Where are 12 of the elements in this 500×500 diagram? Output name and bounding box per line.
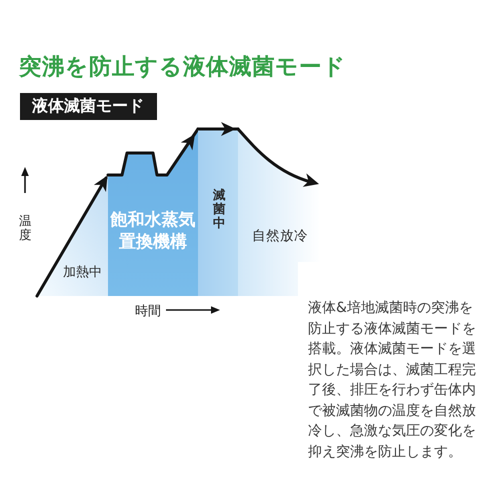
tag-text: 液体滅菌モード [32, 96, 144, 117]
title: 突沸を防止する液体滅菌モード [19, 53, 346, 82]
heading-tag [20, 93, 157, 120]
phase-region [108, 127, 198, 296]
phase-region [238, 127, 321, 296]
phase-label: 飽和水蒸気置換機構 [109, 209, 196, 253]
phase-label: 滅菌中 [213, 188, 226, 230]
phase-label: 加熱中 [63, 264, 102, 281]
phase-region [198, 121, 238, 296]
axis-label: 時間 [135, 303, 161, 320]
phase-label: 自然放冷 [252, 227, 308, 245]
description-text: 液体&培地滅菌時の突沸を防止する液体滅菌モードを搭載。液体滅菌モードを選択した場合は、滅菌工程完了後、排圧を行わず缶体内で被滅菌物の温度を自然放冷し、急激な気圧の変化を抑え突沸を防止します。 [308, 299, 477, 462]
